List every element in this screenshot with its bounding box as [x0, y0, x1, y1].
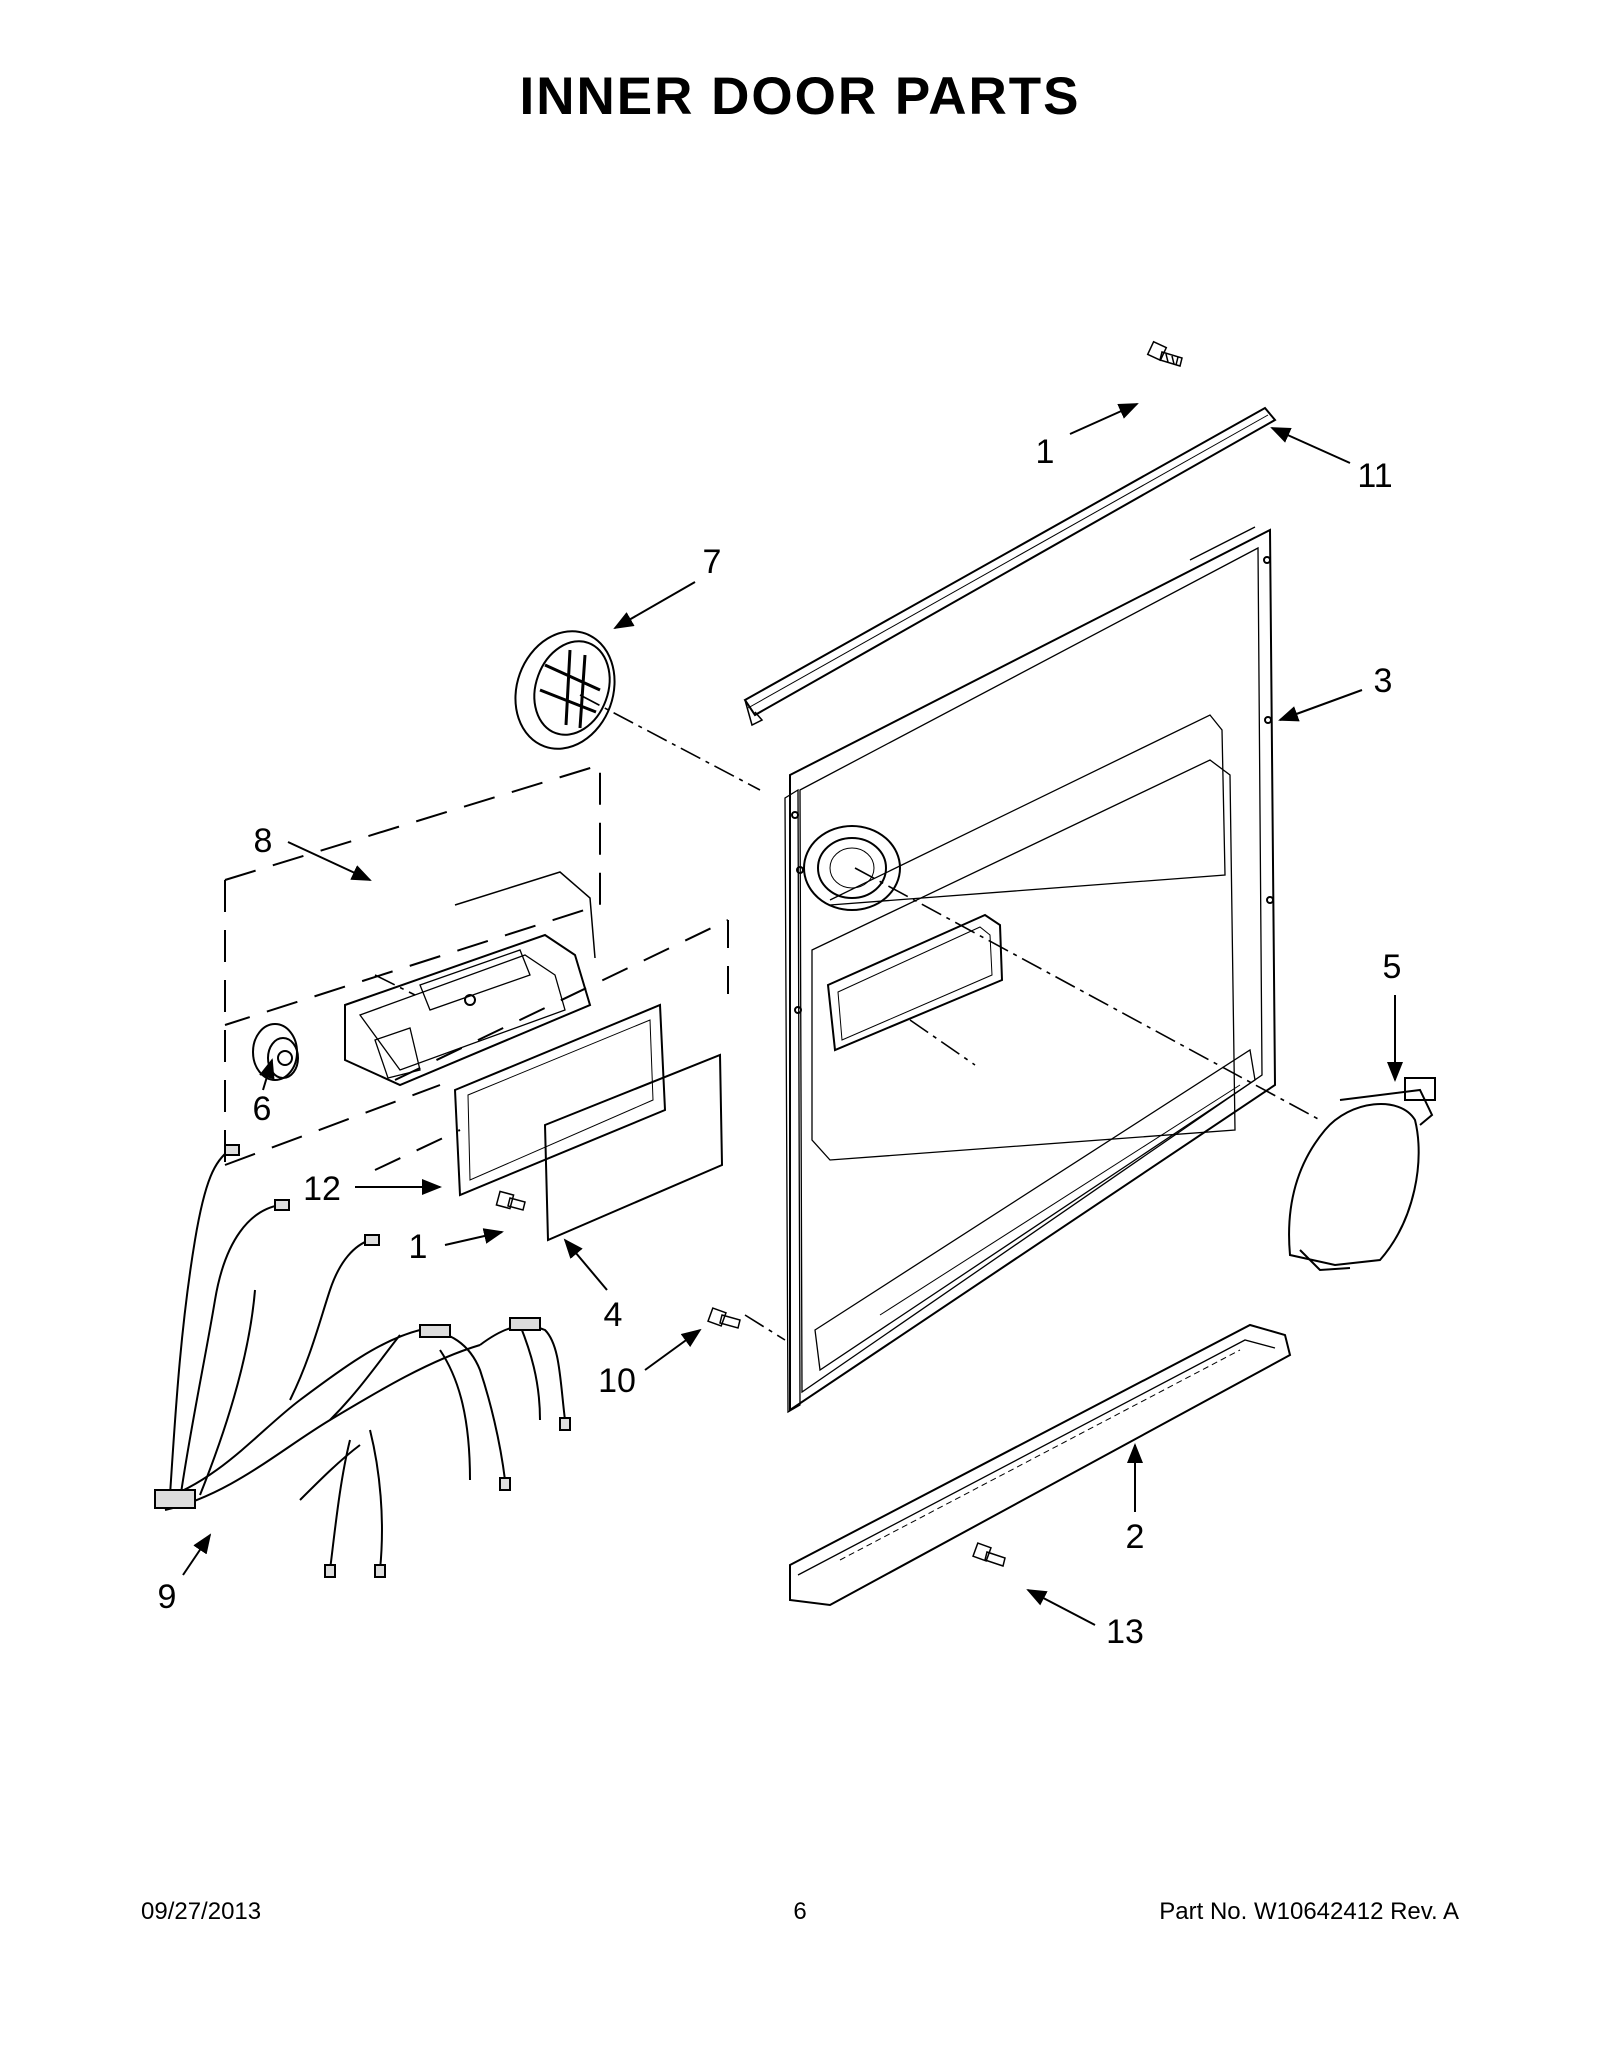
control-board — [543, 1053, 724, 1242]
page-title: INNER DOOR PARTS — [519, 67, 1081, 126]
callout-label: 3 — [1374, 662, 1393, 700]
callout-label: 5 — [1383, 948, 1402, 986]
footer-page-number: 6 — [793, 1898, 807, 1925]
screw-trim — [972, 1542, 1006, 1567]
screw-top — [1146, 340, 1183, 367]
alignment-lines — [374, 694, 1321, 1341]
door-switch — [1288, 1077, 1436, 1272]
control-dashed-outline — [374, 919, 729, 1171]
callout-label: 13 — [1106, 1613, 1144, 1651]
footer-date: 09/27/2013 — [141, 1898, 262, 1925]
vent-cover — [514, 630, 616, 750]
dispenser-assembly — [344, 871, 596, 1087]
leader-arrows — [182, 403, 1403, 1626]
door-gasket-strip — [743, 406, 1277, 727]
callout-label: 11 — [1357, 457, 1392, 495]
callout-label: 10 — [598, 1362, 636, 1400]
callout-label: 7 — [703, 543, 722, 581]
dispenser-dashed-outline — [224, 763, 601, 1166]
callout-label: 4 — [604, 1296, 623, 1334]
footer-part-number: Part No. W10642412 Rev. A — [1159, 1898, 1459, 1925]
wire-harness — [154, 1144, 571, 1578]
rinse-aid-cap — [252, 1023, 299, 1081]
callout-label: 6 — [253, 1090, 272, 1128]
callout-labels: 1 11 7 3 8 5 6 12 1 4 10 9 2 13 — [158, 433, 1402, 1651]
screw-lower — [495, 1190, 526, 1211]
bottom-trim — [789, 1323, 1292, 1607]
callout-label: 12 — [303, 1170, 341, 1208]
control-gasket — [453, 1003, 667, 1197]
callout-label: 9 — [158, 1578, 177, 1616]
callout-label: 1 — [409, 1228, 428, 1266]
screw-door — [707, 1307, 741, 1329]
callout-label: 2 — [1126, 1518, 1145, 1556]
inner-door-panel — [784, 526, 1277, 1414]
callout-label: 1 — [1036, 433, 1055, 471]
callout-label: 8 — [254, 822, 273, 860]
